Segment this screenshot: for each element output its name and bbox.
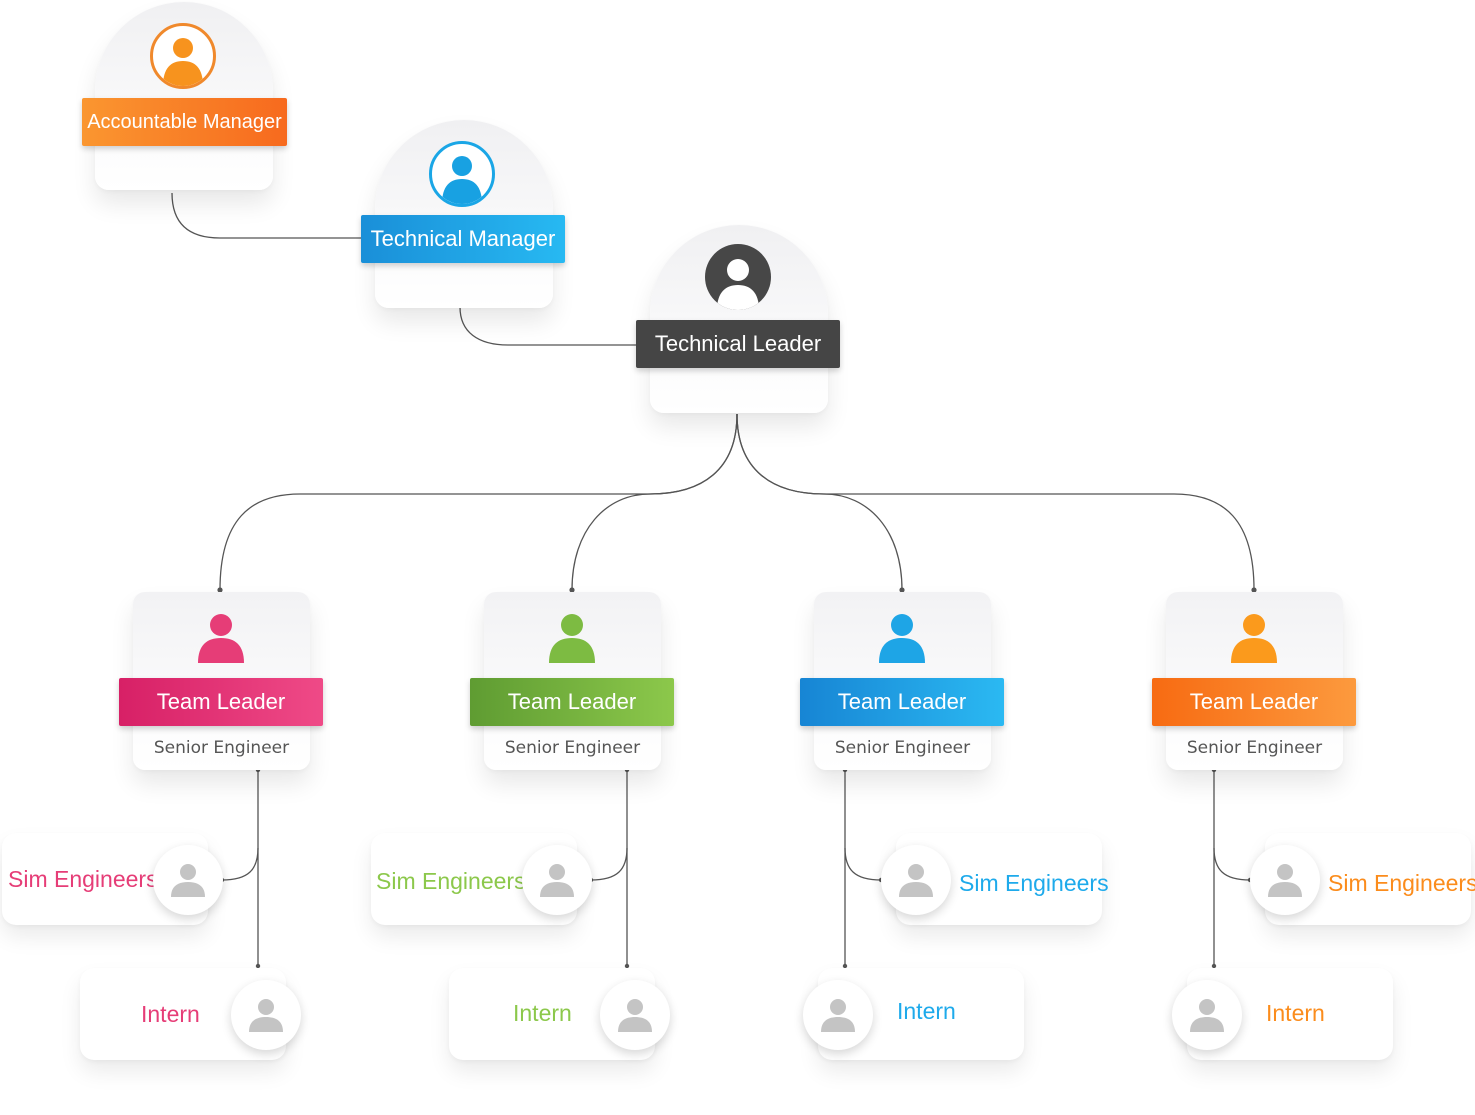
gray-person-icon: [803, 980, 873, 1050]
team-leader-subtitle: Senior Engineer: [153, 738, 290, 758]
connector-team3-sim: [844, 847, 882, 881]
gray-person-icon: [231, 980, 301, 1050]
intern-label: Intern: [1266, 1000, 1325, 1026]
connector-am-tm: [171, 192, 362, 239]
team-leader-label: Team Leader: [119, 678, 323, 726]
person-icon: [874, 607, 930, 663]
technical-leader-label: Technical Leader: [636, 320, 840, 368]
gray-person-icon: [1250, 845, 1320, 915]
connector-team1-sim: [221, 847, 259, 881]
intern-label: Intern: [141, 1001, 200, 1027]
connector-team4-sim: [1213, 847, 1251, 881]
team-leader-subtitle: Senior Engineer: [1186, 738, 1323, 758]
connector-team2-sim: [590, 847, 628, 881]
sim-engineers-label: Sim Engineers: [376, 868, 526, 894]
sim-engineers-label: Sim Engineers: [1328, 870, 1475, 896]
accountable-manager-label: Accountable Manager: [82, 98, 287, 146]
team-leader-subtitle: Senior Engineer: [834, 738, 971, 758]
team-leader-label: Team Leader: [1152, 678, 1356, 726]
gray-person-icon: [1172, 980, 1242, 1050]
person-icon: [1226, 607, 1282, 663]
connector-tl-team1: [219, 413, 738, 591]
team-leader-subtitle: Senior Engineer: [504, 738, 641, 758]
person-icon: [193, 607, 249, 663]
person-icon: [705, 244, 771, 310]
connector-tl-team4: [736, 413, 1255, 591]
gray-person-icon: [522, 845, 592, 915]
team-leader-label: Team Leader: [470, 678, 674, 726]
gray-person-icon: [153, 845, 223, 915]
person-icon: [544, 607, 600, 663]
connector-tl-team2: [571, 413, 738, 591]
intern-label: Intern: [897, 998, 956, 1024]
sim-engineers-label: Sim Engineers: [8, 866, 158, 892]
technical-manager-label: Technical Manager: [361, 215, 565, 263]
intern-label: Intern: [513, 1000, 572, 1026]
connector-tl-team3: [736, 413, 903, 591]
connector-tm-tl: [459, 306, 637, 346]
team-leader-label: Team Leader: [800, 678, 1004, 726]
gray-person-icon: [881, 845, 951, 915]
sim-engineers-label: Sim Engineers: [959, 870, 1109, 896]
gray-person-icon: [600, 980, 670, 1050]
person-icon: [150, 23, 216, 89]
person-icon: [429, 141, 495, 207]
